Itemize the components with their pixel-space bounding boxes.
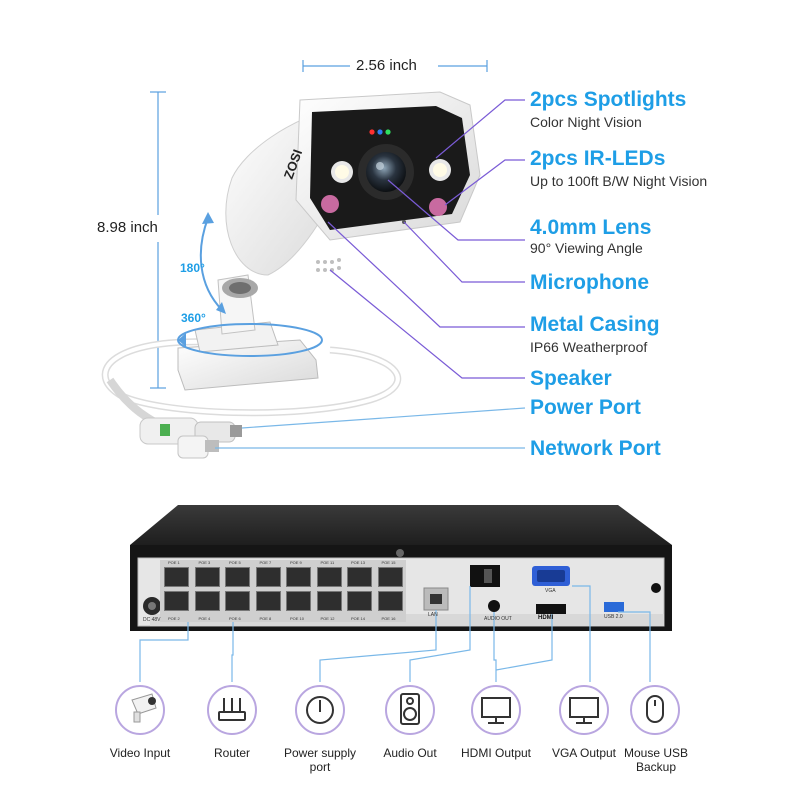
width-dimension <box>302 60 488 72</box>
feature-power-port-title: Power Port <box>530 396 641 419</box>
port-label-power: Power supply port <box>283 746 357 774</box>
poe-port <box>164 591 189 611</box>
audio-port-label: AUDIO OUT <box>484 616 512 622</box>
poe-port <box>316 591 342 611</box>
poe-port <box>377 591 403 611</box>
poe-port <box>316 567 342 587</box>
poe-port <box>286 591 311 611</box>
usb-port-label: USB 2.0 <box>604 614 623 620</box>
poe-port-label: POE 9 <box>290 560 302 565</box>
feature-leader-lines <box>327 99 525 379</box>
poe-port-label: POE 14 <box>351 616 366 621</box>
feature-microphone-title: Microphone <box>530 271 649 294</box>
feature-ir-leds-title: 2pcs IR-LEDs <box>530 147 666 170</box>
lan-port-label: LAN <box>428 612 438 618</box>
vga-port-label: VGA <box>545 588 556 594</box>
poe-port-label: POE 10 <box>290 616 305 621</box>
feature-ir-leds-subtitle: Up to 100ft B/W Night Vision <box>530 173 708 189</box>
poe-port-label: POE 8 <box>259 616 272 621</box>
port-label-mouse-usb: Mouse USB Backup <box>623 746 689 774</box>
poe-port-label: POE 3 <box>198 560 211 565</box>
camera-cable <box>101 338 402 459</box>
feature-lens-title: 4.0mm Lens <box>530 216 652 239</box>
poe-port <box>286 567 311 587</box>
poe-port-label: POE 5 <box>229 560 241 565</box>
poe-port-label: POE 11 <box>320 560 335 565</box>
poe-port <box>255 591 281 611</box>
tilt-angle-label: 180° <box>180 261 205 275</box>
port-leader-lines <box>215 407 526 449</box>
pan-angle-label: 360° <box>181 311 206 325</box>
poe-port-label: POE 16 <box>381 616 396 621</box>
port-label-audio-out: Audio Out <box>383 746 437 760</box>
poe-port-label: POE 2 <box>168 616 180 621</box>
dc-port-label: DC 48V <box>143 617 161 623</box>
camera-mount <box>177 274 319 391</box>
poe-port <box>255 567 281 587</box>
feature-speaker-title: Speaker <box>530 367 612 390</box>
poe-port <box>194 567 220 587</box>
poe-port-label: POE 15 <box>381 560 396 565</box>
port-label-vga: VGA Output <box>551 746 617 760</box>
width-dimension-label: 2.56 inch <box>356 57 417 74</box>
nvr-connector-lines <box>139 585 651 682</box>
hdmi-port-label: HDMI <box>538 615 554 621</box>
feature-spotlights-title: 2pcs Spotlights <box>530 88 687 111</box>
poe-port-label: POE 6 <box>229 616 241 621</box>
camera-body: ZOSI <box>225 91 481 276</box>
poe-port-label: POE 4 <box>198 616 211 621</box>
poe-port-grid: POE 1 POE 3 POE 5 POE 7 POE 9 POE 11 POE 13 POE… <box>162 560 406 622</box>
feature-metal-casing-subtitle: IP66 Weatherproof <box>530 339 648 355</box>
poe-port-label: POE 13 <box>351 560 366 565</box>
poe-port <box>194 591 220 611</box>
poe-port <box>347 591 372 611</box>
feature-lens-subtitle: 90° Viewing Angle <box>530 240 643 256</box>
poe-port <box>377 567 403 587</box>
poe-port <box>225 591 250 611</box>
feature-metal-casing-title: Metal Casing <box>530 313 660 336</box>
port-label-video-input: Video Input <box>109 746 171 760</box>
poe-port <box>164 567 189 587</box>
height-dimension <box>150 91 166 389</box>
poe-port-label: POE 7 <box>259 560 272 565</box>
feature-spotlights-subtitle: Color Night Vision <box>530 114 642 130</box>
port-label-hdmi: HDMI Output <box>460 746 532 760</box>
poe-port <box>225 567 250 587</box>
height-dimension-label: 8.98 inch <box>97 219 158 236</box>
feature-network-port-title: Network Port <box>530 437 661 460</box>
port-label-router: Router <box>213 746 251 760</box>
poe-port <box>347 567 372 587</box>
poe-port-label: POE 1 <box>168 560 180 565</box>
poe-port-label: POE 12 <box>320 616 335 621</box>
rotation-arrows <box>177 212 323 357</box>
